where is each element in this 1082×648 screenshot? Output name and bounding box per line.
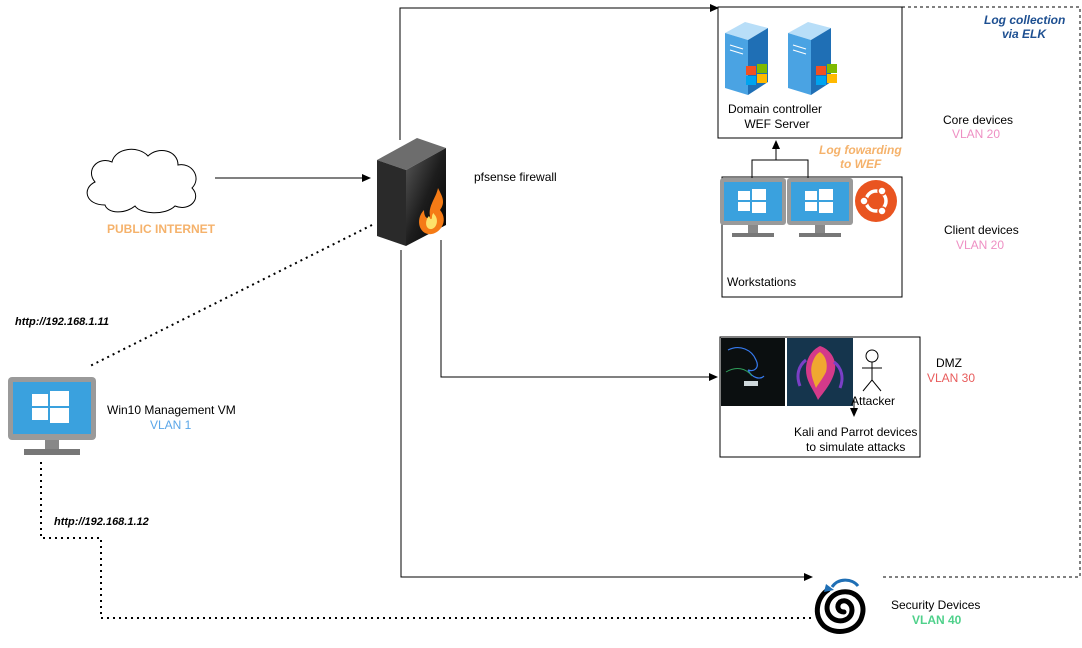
- server-icon: [788, 22, 837, 95]
- win10-label: Win10 Management VM: [107, 403, 236, 417]
- kali-parrot-label-1: Kali and Parrot devices: [794, 425, 918, 439]
- win10-vlan-label: VLAN 1: [150, 418, 192, 432]
- link-to-dmz: [440, 240, 718, 381]
- workstations-label: Workstations: [727, 275, 797, 289]
- dmz-vlan-label: VLAN 30: [927, 371, 976, 385]
- mgmt-link-2: [40, 462, 814, 619]
- mgmt-link-1: [87, 224, 373, 368]
- dmz-label: DMZ: [936, 356, 962, 370]
- parrot-icon: [787, 338, 853, 406]
- log-forwarding-label-2: to WEF: [840, 157, 882, 171]
- dc-label-line2: WEF Server: [744, 117, 810, 131]
- windows-monitor-icon: [8, 377, 96, 455]
- core-vlan-label: VLAN 20: [952, 127, 1001, 141]
- link-to-security: [400, 250, 813, 581]
- windows-monitor-icon: [787, 178, 853, 237]
- core-devices-label: Core devices: [943, 113, 1014, 127]
- public-internet-label: PUBLIC INTERNET: [107, 222, 215, 236]
- log-collection-label-2: via ELK: [1002, 27, 1047, 41]
- link-to-core: [399, 4, 719, 140]
- firewall-label: pfsense firewall: [474, 170, 557, 184]
- kali-icon: [721, 338, 785, 406]
- kali-parrot-label-2: to simulate attacks: [806, 440, 906, 454]
- log-forward-link: [751, 159, 809, 178]
- cloud-icon: [86, 148, 197, 214]
- log-forwarding-label-1: Log fowarding: [819, 143, 902, 157]
- client-vlan-label: VLAN 20: [956, 238, 1005, 252]
- server-icon: [725, 22, 768, 95]
- security-devices-label: Security Devices: [891, 598, 981, 612]
- dc-label-line1: Domain controller: [727, 102, 823, 116]
- attacker-label: Attacker: [851, 394, 896, 408]
- elk-log-link: [880, 6, 1081, 578]
- windows-monitor-icon: [720, 178, 786, 237]
- mgmt-url-1: http://192.168.1.11: [15, 316, 109, 328]
- security-vlan-label: VLAN 40: [912, 613, 962, 627]
- log-collection-label-1: Log collection: [984, 13, 1066, 27]
- mgmt-url-2: http://192.168.1.12: [54, 516, 149, 528]
- ubuntu-icon: [855, 180, 897, 222]
- attacker-icon: [862, 349, 882, 392]
- client-devices-label: Client devices: [944, 223, 1019, 237]
- firewall-icon: [377, 138, 446, 246]
- wazuh-icon: [814, 578, 866, 634]
